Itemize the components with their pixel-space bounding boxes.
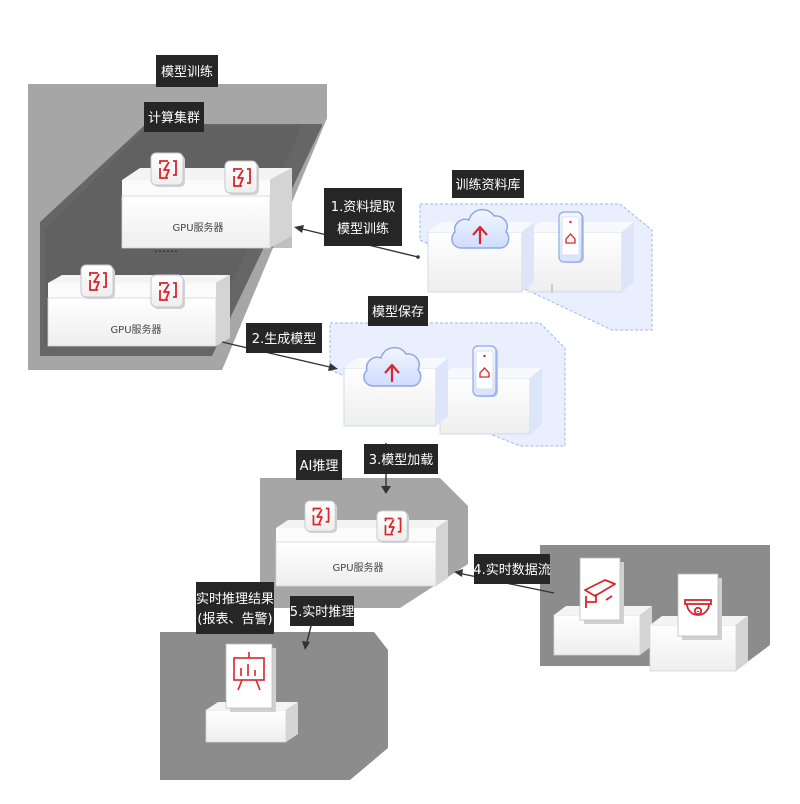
svg-text:模型保存: 模型保存 xyxy=(372,305,424,320)
chip-icon xyxy=(304,500,338,534)
phone-icon xyxy=(472,345,499,398)
svg-text:1.资料提取: 1.资料提取 xyxy=(331,199,395,215)
label-step5: 5.实时推理 xyxy=(290,596,354,626)
svg-text:AI推理: AI推理 xyxy=(300,459,339,474)
cctv-camera-icon xyxy=(584,579,616,608)
label-training-dataset: 训练资料库 xyxy=(452,170,524,198)
label-step1: 1.资料提取 模型训练 xyxy=(324,188,402,246)
server-label: GPU服务器 xyxy=(110,323,161,336)
svg-text:计算集群: 计算集群 xyxy=(148,110,200,126)
svg-text:模型训练: 模型训练 xyxy=(161,65,213,80)
svg-text:4.实时数据流: 4.实时数据流 xyxy=(473,563,550,578)
chip-icon xyxy=(224,160,260,196)
dome-camera-icon xyxy=(684,599,712,616)
phone-icon xyxy=(558,211,585,264)
cluster-server-top xyxy=(121,168,292,249)
svg-text:实时推理结果: 实时推理结果 xyxy=(196,592,274,607)
chip-icon xyxy=(80,264,116,300)
report-chart-icon xyxy=(233,652,265,691)
model-save-zone xyxy=(329,322,566,447)
label-model-save: 模型保存 xyxy=(368,296,428,326)
chip-icon xyxy=(150,152,186,188)
svg-text:3.模型加载: 3.模型加载 xyxy=(369,453,433,468)
label-step4: 4.实时数据流 xyxy=(473,554,551,584)
label-step2: 2.生成模型 xyxy=(246,323,322,353)
svg-text:(报表、告警): (报表、告警) xyxy=(197,611,272,627)
chip-icon xyxy=(150,274,186,310)
label-model-training: 模型训练 xyxy=(156,55,218,87)
result-zone xyxy=(160,632,388,780)
chip-icon xyxy=(376,510,410,544)
svg-text:5.实时推理: 5.实时推理 xyxy=(290,605,354,620)
svg-text:模型训练: 模型训练 xyxy=(337,222,389,237)
server-label: GPU服务器 xyxy=(332,561,383,574)
svg-text:2.生成模型: 2.生成模型 xyxy=(252,332,316,347)
label-ai-inference: AI推理 xyxy=(296,450,342,480)
svg-text:训练资料库: 训练资料库 xyxy=(455,177,520,193)
ellipsis: …… xyxy=(154,241,178,255)
label-step3: 3.模型加载 xyxy=(364,444,438,474)
training-dataset-zone xyxy=(419,203,653,331)
camera-source-zone xyxy=(540,545,770,672)
label-result: 实时推理结果 (报表、告警) xyxy=(196,582,274,634)
label-compute-cluster: 计算集群 xyxy=(144,102,204,132)
ai-inference-zone xyxy=(260,478,468,608)
server-label: GPU服务器 xyxy=(172,221,223,234)
